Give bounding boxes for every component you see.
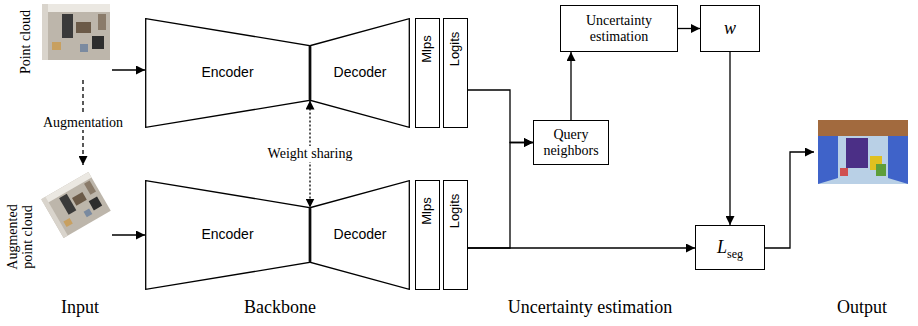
section-label: Uncertainty estimation bbox=[508, 297, 672, 318]
node-text: Query neighbors bbox=[538, 127, 604, 158]
node-text: Decoder bbox=[334, 65, 387, 80]
weight-box: w bbox=[700, 5, 760, 52]
connector-arrow bbox=[570, 52, 571, 120]
point-cloud-input: Point cloud bbox=[18, 2, 112, 80]
encoder-trapezoid: Encoder bbox=[145, 18, 310, 128]
logits-bar: Logits bbox=[443, 18, 468, 128]
augmented-input: Augmented point cloud bbox=[2, 165, 112, 300]
output-arrow bbox=[765, 152, 814, 248]
node-text: Uncertainty estimation bbox=[565, 13, 673, 44]
segmentation-output-image bbox=[818, 120, 908, 184]
node-text: Encoder bbox=[201, 227, 253, 242]
decoder-trapezoid: Decoder bbox=[310, 18, 410, 128]
section-label: Backbone bbox=[244, 297, 316, 318]
augmented-point-cloud-image bbox=[41, 172, 111, 238]
encoder-trapezoid: Encoder bbox=[145, 180, 310, 290]
node-text: seg bbox=[727, 247, 743, 261]
node-text: Logits bbox=[448, 194, 462, 229]
edge-label: Weight sharing bbox=[266, 146, 355, 161]
connector-arrow bbox=[112, 69, 145, 70]
node-text: Logits bbox=[448, 32, 462, 67]
node-text: L bbox=[717, 237, 727, 257]
loss-box: Lseg bbox=[695, 225, 765, 270]
logits-bar: Logits bbox=[443, 180, 468, 290]
section-label: Output bbox=[837, 297, 887, 318]
node-text: Mlps bbox=[420, 197, 434, 224]
process-box: Uncertainty estimation bbox=[560, 5, 678, 52]
node-text: Decoder bbox=[334, 227, 387, 242]
decoder-trapezoid: Decoder bbox=[310, 180, 410, 290]
node-text: Encoder bbox=[201, 65, 253, 80]
node-text: w bbox=[724, 19, 736, 39]
connector-arrow bbox=[112, 234, 145, 235]
edge-label: Augmentation bbox=[41, 115, 125, 130]
node-text: Mlps bbox=[420, 35, 434, 62]
node-text: Augmented point cloud bbox=[5, 196, 36, 278]
node-text: Point cloud bbox=[18, 10, 33, 74]
mlp-bar: Mlps bbox=[415, 180, 440, 290]
connector-arrow bbox=[678, 28, 700, 29]
mlp-bar: Mlps bbox=[415, 18, 440, 128]
point-cloud-image bbox=[42, 4, 110, 60]
process-box: Query neighbors bbox=[533, 120, 609, 165]
connector-arrow bbox=[468, 247, 695, 248]
section-label: Input bbox=[61, 297, 99, 318]
connector-arrow bbox=[468, 143, 533, 249]
connector-arrow bbox=[468, 90, 533, 143]
connector-arrow bbox=[729, 52, 730, 225]
